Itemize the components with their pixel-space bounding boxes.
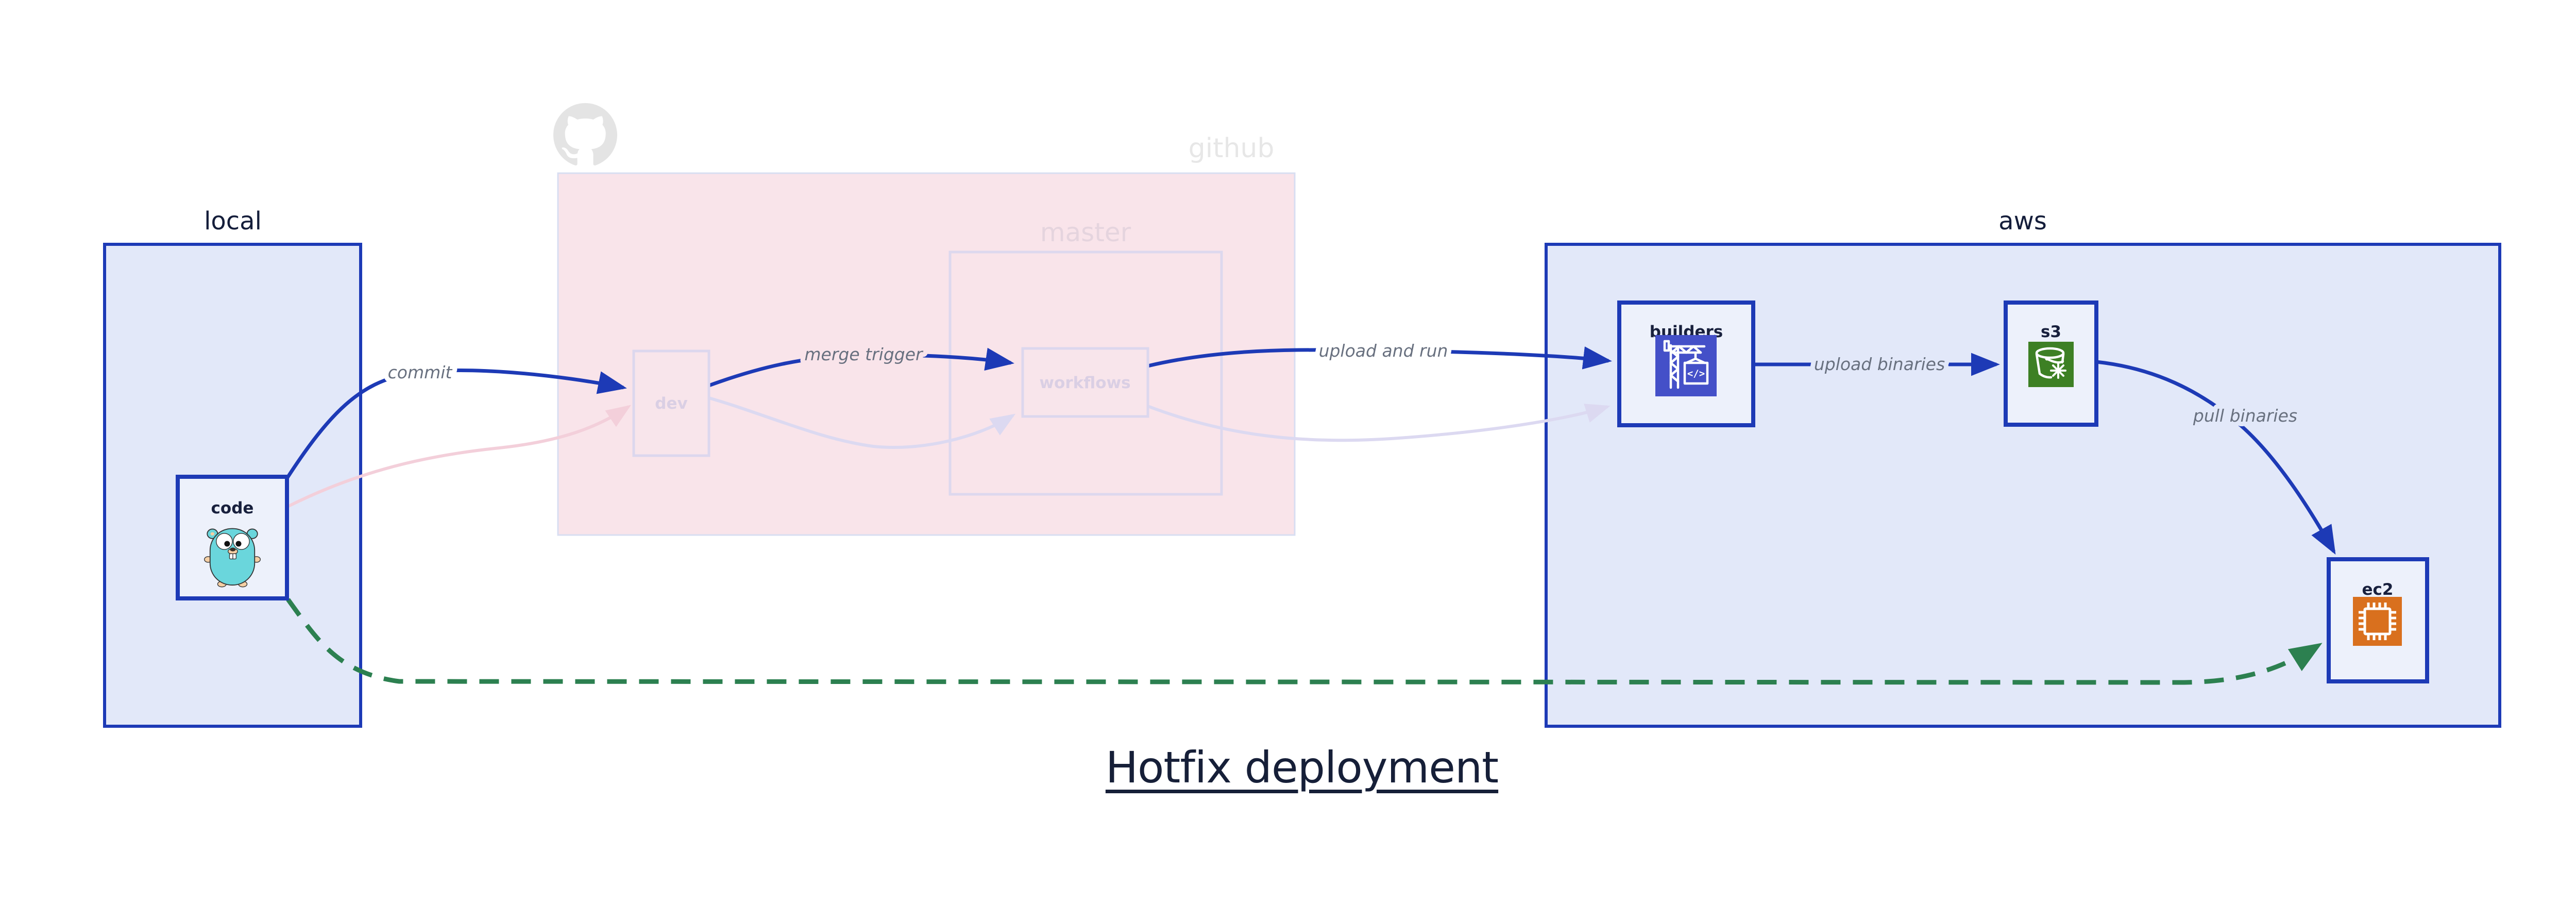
- edge-faded-code-dev: [286, 405, 631, 508]
- edge-commit: [285, 369, 627, 479]
- go-gopher-icon: [204, 528, 261, 588]
- edge-upload-binaries-label: upload binaries: [1814, 354, 1945, 374]
- builders-code-glyph: </>: [1687, 368, 1705, 379]
- codebuild-crane-icon: </>: [1655, 335, 1717, 396]
- node-workflows: workflows: [1021, 347, 1149, 418]
- github-octocat-icon: [553, 103, 617, 165]
- edge-commit-label: commit: [388, 362, 453, 382]
- edge-faded-workflows-builders: [1147, 404, 1611, 442]
- edge-faded-dev-workflows: [708, 396, 1016, 449]
- group-local-label: local: [204, 207, 262, 236]
- node-code-label: code: [211, 499, 254, 517]
- node-code: code: [176, 475, 289, 600]
- node-ec2: ec2: [2327, 557, 2429, 683]
- group-github-label: github: [1189, 133, 1275, 164]
- ec2-chip-icon: [2353, 597, 2402, 646]
- group-aws-label: aws: [1998, 207, 2047, 236]
- node-s3: s3: [2004, 300, 2098, 427]
- node-builders: builders </>: [1617, 300, 1755, 427]
- edge-upload-and-run-label: upload and run: [1319, 341, 1448, 361]
- s3-bucket-snowflake-icon: [2028, 342, 2074, 387]
- node-ec2-label: ec2: [2362, 580, 2394, 599]
- node-dev-label: dev: [655, 394, 687, 413]
- edge-hotfix-direct: [286, 598, 2323, 685]
- edge-merge-trigger-label: merge trigger: [804, 344, 924, 364]
- edge-upload-and-run: [1147, 346, 1612, 370]
- group-master-box: [948, 250, 1223, 496]
- edge-merge-trigger: [708, 347, 1014, 388]
- group-master-label: master: [1040, 218, 1131, 247]
- node-dev: dev: [632, 349, 710, 457]
- node-s3-label: s3: [2041, 323, 2061, 341]
- diagram-title: Hotfix deployment: [1105, 742, 1499, 793]
- edge-pull-binaries-label: pull binaries: [2193, 406, 2297, 426]
- edge-pull-binaries: [2096, 360, 2336, 555]
- node-workflows-label: workflows: [1039, 374, 1130, 392]
